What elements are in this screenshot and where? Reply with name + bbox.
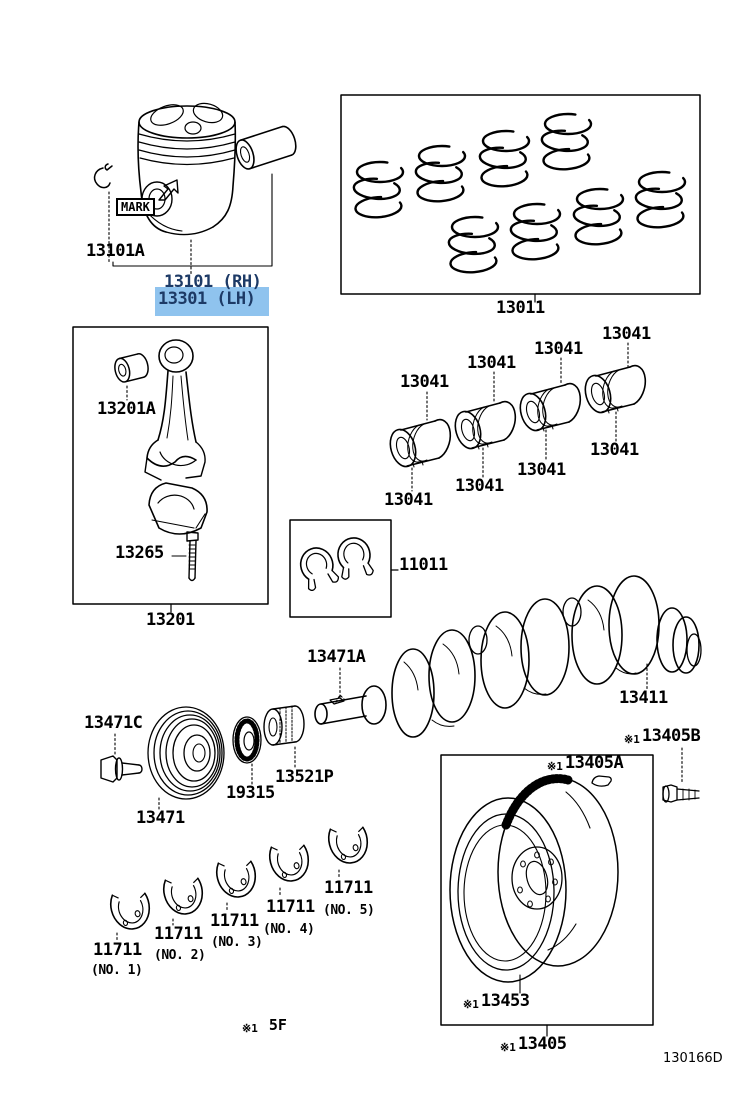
label-13041[interactable]: 13041 bbox=[602, 324, 651, 344]
label-13041[interactable]: 13041 bbox=[517, 460, 566, 480]
label-11711-no4-sub: (NO. 4) bbox=[263, 922, 315, 937]
label-13471c[interactable]: 13471C bbox=[84, 713, 143, 733]
footnote: ※1 5F bbox=[242, 1016, 287, 1035]
label-13041[interactable]: 13041 bbox=[590, 440, 639, 460]
rod-bolt bbox=[186, 531, 199, 582]
crank-pulley bbox=[147, 706, 225, 800]
mark-arrow bbox=[158, 179, 179, 201]
label-13265[interactable]: 13265 bbox=[115, 543, 164, 563]
label-13301-lh-selected[interactable]: 13301 (LH) bbox=[158, 289, 256, 309]
label-13041[interactable]: 13041 bbox=[455, 476, 504, 496]
label-13201[interactable]: 13201 bbox=[146, 610, 195, 630]
label-13101-rh[interactable]: 13101 (RH) bbox=[164, 272, 262, 292]
label-13201a[interactable]: 13201A bbox=[97, 399, 156, 419]
label-11711-no4[interactable]: 11711 bbox=[266, 897, 315, 917]
flywheel-bolt bbox=[662, 784, 700, 803]
crank-timing-gear bbox=[263, 705, 305, 746]
label-11711-no5-sub: (NO. 5) bbox=[323, 903, 375, 918]
label-13471[interactable]: 13471 bbox=[136, 808, 185, 828]
ref-mark: ※1 bbox=[624, 733, 640, 746]
label-11711-no3-sub: (NO. 3) bbox=[211, 935, 263, 950]
label-13521p[interactable]: 13521P bbox=[275, 767, 334, 787]
connecting-rod-box bbox=[72, 326, 269, 613]
label-13101a[interactable]: 13101A bbox=[86, 241, 145, 261]
label-13405-number: 13405 bbox=[517, 1034, 567, 1054]
flywheel-box bbox=[440, 754, 654, 1037]
mark-callout: MARK bbox=[116, 198, 155, 216]
label-11711-no5[interactable]: 11711 bbox=[324, 878, 373, 898]
flywheel-key bbox=[591, 775, 612, 787]
label-13405a-number: 13405A bbox=[564, 753, 624, 773]
highlight-13301 bbox=[155, 287, 269, 316]
label-11711-no1-sub: (NO. 1) bbox=[91, 963, 143, 978]
flywheel bbox=[449, 774, 619, 983]
thrust-washers bbox=[295, 534, 375, 593]
label-19315[interactable]: 19315 bbox=[226, 783, 275, 803]
label-13411[interactable]: 13411 bbox=[619, 688, 668, 708]
pulley-bolt bbox=[100, 755, 143, 783]
piston-ring-set bbox=[351, 112, 687, 275]
leader-lines bbox=[108, 173, 683, 994]
crankshaft bbox=[314, 575, 702, 738]
snap-ring bbox=[93, 163, 113, 189]
ref-mark: ※1 bbox=[547, 760, 563, 773]
label-13453-number: 13453 bbox=[480, 991, 530, 1011]
connecting-rod bbox=[144, 339, 206, 481]
figure-code: 130166D bbox=[663, 1051, 723, 1066]
label-13041[interactable]: 13041 bbox=[467, 353, 516, 373]
label-11011[interactable]: 11011 bbox=[399, 555, 448, 575]
rod-cap bbox=[148, 482, 208, 535]
label-11711-no1[interactable]: 11711 bbox=[93, 940, 142, 960]
label-13041[interactable]: 13041 bbox=[534, 339, 583, 359]
label-11711-no3[interactable]: 11711 bbox=[210, 911, 259, 931]
piston-pin bbox=[235, 125, 297, 170]
label-13011[interactable]: 13011 bbox=[496, 298, 545, 318]
label-13041[interactable]: 13041 bbox=[400, 372, 449, 392]
piston-rings-box bbox=[340, 94, 701, 303]
footnote-text: 5F bbox=[268, 1016, 287, 1034]
timing-sprocket-plate bbox=[232, 716, 262, 764]
label-13041[interactable]: 13041 bbox=[384, 490, 433, 510]
label-11711-no2-sub: (NO. 2) bbox=[154, 948, 206, 963]
label-11711-no2[interactable]: 11711 bbox=[154, 924, 203, 944]
rod-bushing bbox=[114, 353, 149, 383]
ref-mark: ※1 bbox=[463, 998, 479, 1011]
label-13471a[interactable]: 13471A bbox=[307, 647, 366, 667]
thrust-washer-box bbox=[289, 519, 399, 618]
label-13405b-number: 13405B bbox=[641, 726, 701, 746]
ref-mark: ※1 bbox=[242, 1022, 258, 1035]
ref-mark: ※1 bbox=[500, 1041, 516, 1054]
